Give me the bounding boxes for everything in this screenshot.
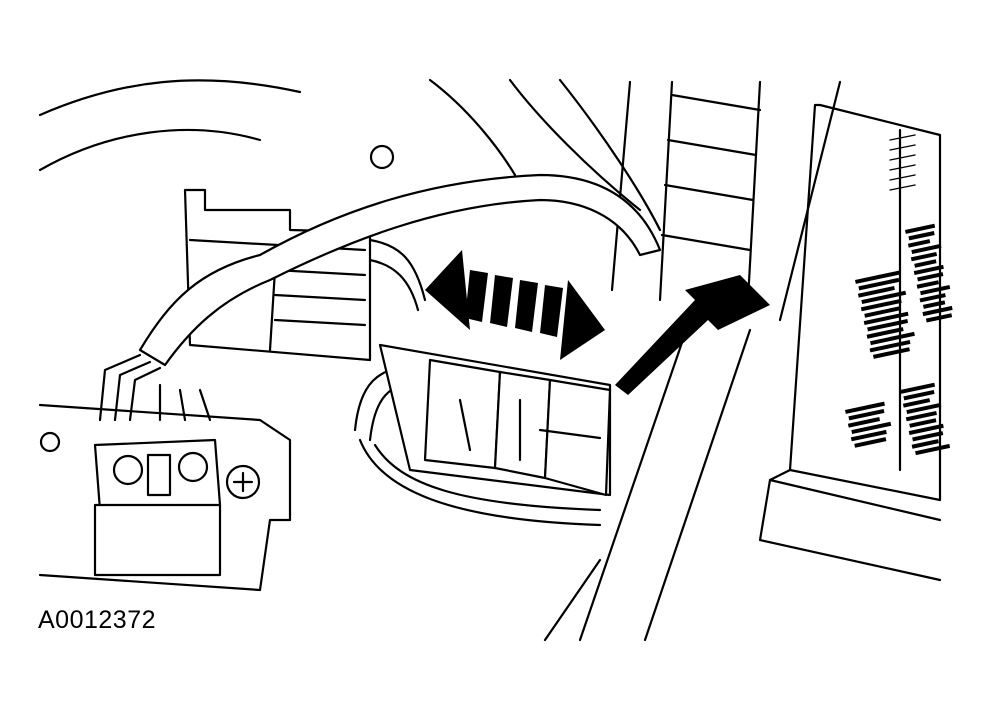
barcode-bar [920,284,951,296]
double-headed-arrow [425,250,605,360]
support-post [543,288,752,642]
barcode-bar [844,401,885,414]
barcode-bar [913,264,944,275]
barcode-bar [906,402,942,415]
barcode-bar [861,290,907,305]
barcode-bar [925,313,953,323]
barcode-bar [863,311,909,325]
barcode-bar [872,347,910,359]
figure-id-label: A0012372 [38,606,157,634]
barcode-bar [916,280,939,289]
barcode-bar [855,270,900,284]
barcode-bar [907,239,931,248]
barcode-bar [905,223,936,234]
barcode-bar [911,439,939,449]
barcode-bar [902,398,931,408]
barcode-bar [914,259,937,268]
barcode-bar [866,327,904,339]
barcode-bar [867,318,909,332]
barcode-bar [870,331,915,346]
pointer-arrow [615,275,770,395]
barcode-bar [851,421,892,435]
barcode-bar [910,251,938,262]
barcode-bar [869,339,911,353]
barcode-bar [864,306,902,318]
barcode-bar [905,410,937,422]
barcode-bar [919,293,946,303]
barcode-bar [854,437,887,448]
barcode-bar [900,382,936,394]
barcode-bar [857,286,895,298]
module-housing [758,103,942,582]
barcode-bar [860,298,902,312]
barcode-bar [922,300,946,309]
barcode-bar [915,443,951,456]
wire-harness [138,173,662,367]
barcode-bar [858,277,900,291]
barcode-bar [909,418,937,428]
background-panel [38,78,842,322]
barcode-bar [908,231,935,241]
barcode-bar [911,243,942,255]
barcode-bar [912,431,944,442]
barcode-bar [848,408,885,421]
barcode-bar [903,389,935,401]
barcode-bar [922,305,953,317]
barcode-bar [908,423,944,435]
main-connector [353,343,612,527]
small-connector [38,353,292,592]
barcode-bar [850,429,887,442]
barcode-label [844,223,953,456]
barcode-bar [847,417,881,428]
barcode-bar [917,272,944,282]
